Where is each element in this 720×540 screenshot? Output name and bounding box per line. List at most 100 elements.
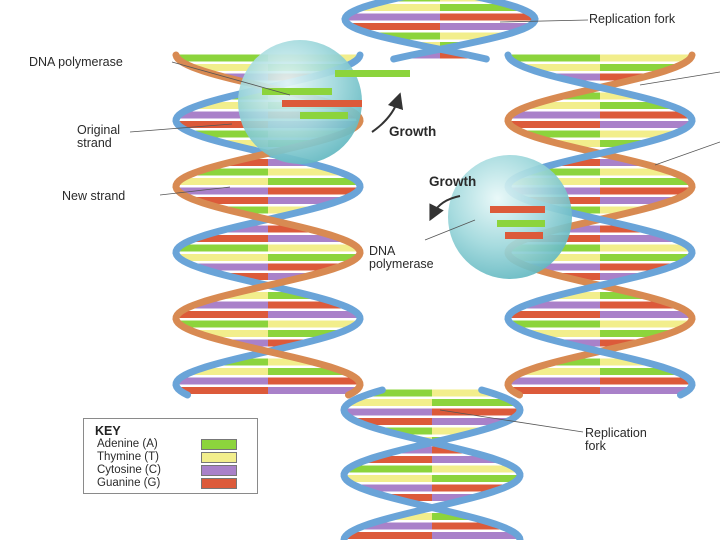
key-swatch [201,452,237,463]
base-bar [268,273,306,280]
base-bar [600,121,691,128]
base-bar [600,197,673,204]
base-bar [530,102,600,109]
base-bar [559,225,600,233]
base-bar [432,522,501,530]
label-original-strand-line1: Original [77,123,121,137]
base-bar [432,475,519,482]
base-bar [345,475,432,482]
base-bar [230,273,268,280]
base-bar [528,168,600,176]
base-bar [232,339,268,347]
base-bar [268,254,358,261]
label-growth-right: Growth [429,174,477,189]
base-bar [509,377,600,385]
base-bar [193,64,268,71]
base-bar [600,111,689,119]
key-swatch [201,478,237,489]
growth-arrows [371,92,461,222]
new-base-fragment [505,232,543,239]
base-bar [600,54,691,62]
base-bar [564,339,600,347]
polymerase-group [238,40,572,279]
base-bar [268,387,357,394]
base-bar [401,446,432,454]
base-bar [432,532,518,539]
base-bar [345,13,440,21]
base-bar [600,273,638,280]
base-bar [432,484,504,492]
base-bar [432,465,517,473]
base-bar [390,494,432,501]
base-bar [600,330,670,337]
key-label: Cytosine (C) [97,464,161,476]
base-bar [268,320,357,328]
base-bar [600,292,643,299]
base-bar [432,494,474,501]
base-bar [600,206,640,214]
base-bar [268,368,344,375]
base-bar [530,330,600,337]
base-bar [229,159,268,166]
base-bar [268,377,359,385]
base-bar [223,358,268,366]
base-bar [268,339,304,347]
label-replication-fork-top: Replication fork [589,12,676,26]
base-bar [268,311,359,318]
base-bar [195,235,268,242]
growth-arrow-right [429,195,461,222]
base-bar [198,330,268,337]
base-bar [600,358,645,366]
base-bar [600,368,676,375]
base-bar [363,522,432,530]
base-bar [558,140,600,147]
base-bar [432,456,497,463]
base-bar [196,168,268,176]
base-bar [177,311,268,318]
base-bar [600,73,644,81]
growth-arrow-left [371,92,404,133]
base-bar [511,111,600,119]
new-base-fragment [497,220,545,227]
new-base-fragment [300,112,348,119]
base-bar [179,320,268,328]
key-row-cytosine: Cytosine (C) [97,464,247,476]
base-bar [268,244,359,252]
base-bar [349,399,432,406]
right-daughter-strand-b [504,51,696,399]
bottom-parental-strand-b [340,386,524,540]
base-bar [600,339,636,347]
base-bar [398,0,440,2]
base-bar [440,13,535,21]
base-bar [360,484,432,492]
base-bar [432,418,507,425]
base-bar [440,32,501,40]
base-bar [600,254,690,261]
base-bar [600,159,639,166]
base-bar [432,513,469,520]
base-bar [225,292,268,299]
base-bar [198,102,268,109]
base-bar [268,235,341,242]
base-bar [268,292,311,299]
base-bar [600,130,674,138]
key-legend: KEY Adenine (A) Thymine (T) Cytosine (C)… [83,418,258,494]
base-bar [511,320,600,328]
base-bar [395,513,432,520]
base-bar [600,102,670,109]
base-bar [357,418,432,425]
base-bar [600,377,691,385]
base-bar [268,178,358,185]
base-bar [509,311,600,318]
key-label: Guanine (G) [97,477,161,489]
base-bar [268,187,358,195]
leader-dna-polymerase-left [171,61,291,96]
base-bar [526,301,600,309]
key-row-thymine: Thymine (T) [97,451,247,463]
base-bar [509,121,600,128]
base-bar [524,368,600,375]
base-bar [179,111,268,119]
base-bar [351,23,440,30]
base-bar [529,263,600,271]
